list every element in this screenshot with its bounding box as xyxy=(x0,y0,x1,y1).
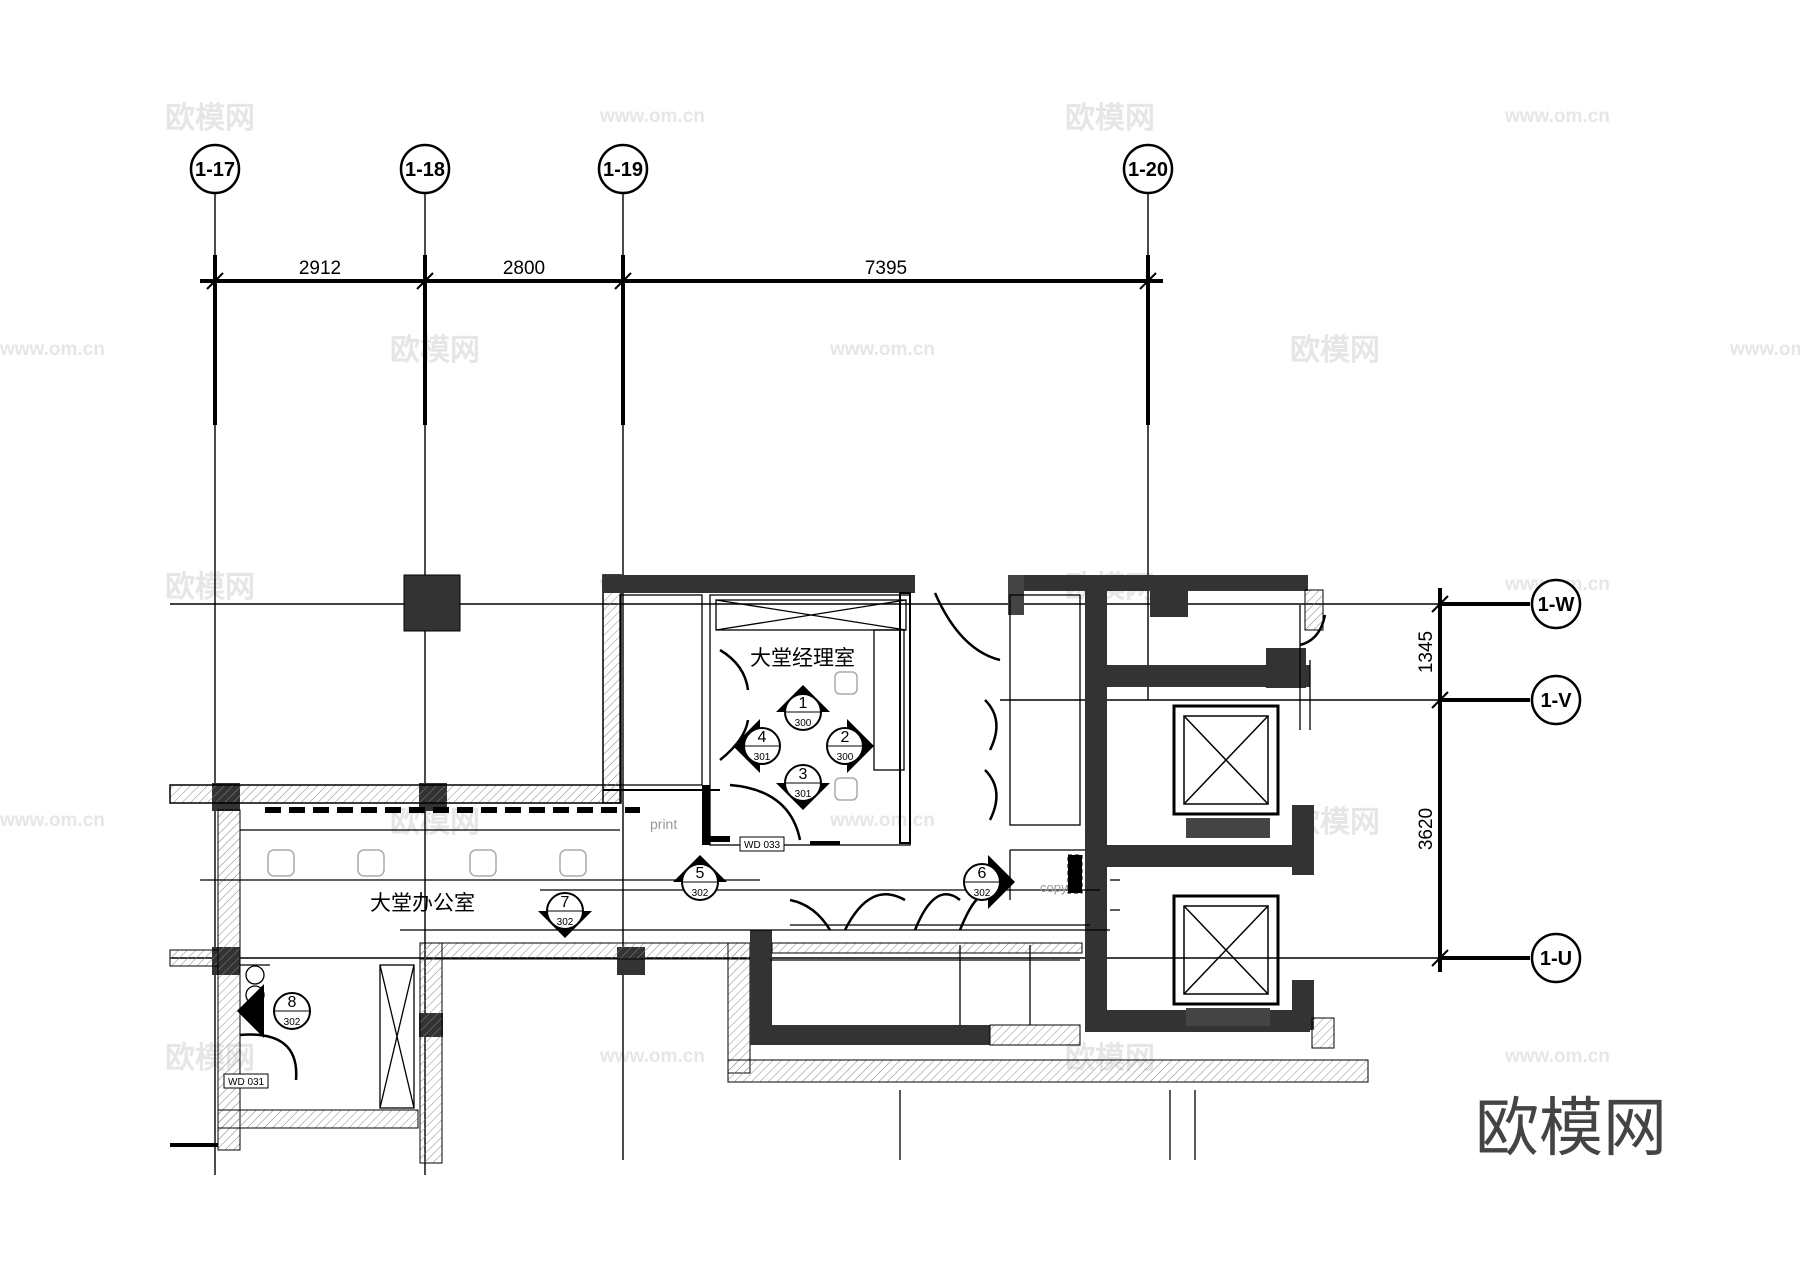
watermark-url: www.om.cn xyxy=(0,810,105,831)
room-label-manager: 大堂经理室 xyxy=(750,646,855,670)
dim-1-19-1-20: 7395 xyxy=(865,258,907,279)
watermark-logo: 欧模网 xyxy=(1475,1092,1667,1166)
walls xyxy=(169,574,1369,1164)
axis-bubble-1-17: 1-17 xyxy=(189,143,241,195)
copy-label: copy xyxy=(1040,880,1068,895)
svg-text:7: 7 xyxy=(561,894,570,911)
axis-bubble-1-W: 1-W xyxy=(1530,578,1582,630)
svg-text:1-19: 1-19 xyxy=(603,159,643,181)
svg-text:3: 3 xyxy=(799,766,808,783)
svg-text:WD 033: WD 033 xyxy=(744,840,781,851)
watermark-url: www.om.cn xyxy=(829,339,935,360)
elevation-marker-7: 7 302 xyxy=(538,892,592,938)
dim-1-W-1-V: 1345 xyxy=(1416,631,1437,673)
svg-text:300: 300 xyxy=(795,718,812,729)
watermark-url: www.om.cn xyxy=(599,1046,705,1067)
elevation-marker-6: 6 302 xyxy=(963,855,1015,909)
svg-text:302: 302 xyxy=(692,888,709,899)
watermark-url: www.om.cn xyxy=(829,810,935,831)
svg-text:301: 301 xyxy=(754,752,771,763)
vertical-grid-lines xyxy=(213,192,1150,1175)
watermark-url: www.om.cn xyxy=(1729,339,1800,360)
svg-text:1-18: 1-18 xyxy=(405,159,445,181)
svg-text:6: 6 xyxy=(978,865,987,882)
tag-wd033: WD 033 xyxy=(739,836,785,852)
dim-1-17-1-18: 2912 xyxy=(299,258,341,279)
axis-bubble-1-U: 1-U xyxy=(1530,932,1582,984)
svg-text:2: 2 xyxy=(841,729,850,746)
elevation-marker-1: 1 300 xyxy=(776,685,830,731)
watermark-brand: 欧模网 xyxy=(165,570,255,605)
svg-text:WD 031: WD 031 xyxy=(228,1077,265,1088)
watermark-url: www.om.cn xyxy=(0,339,105,360)
elevation-marker-8: 8 302 xyxy=(237,984,311,1038)
svg-text:1-17: 1-17 xyxy=(195,159,235,181)
copier-panel xyxy=(1067,854,1083,894)
watermark-url: www.om.cn xyxy=(599,106,705,127)
tag-wd031: WD 031 xyxy=(223,1073,269,1089)
svg-text:302: 302 xyxy=(284,1017,301,1028)
watermark-brand: 欧模网 xyxy=(165,1041,255,1076)
axis-bubble-1-19: 1-19 xyxy=(597,143,649,195)
room-label-office: 大堂办公室 xyxy=(370,891,475,915)
watermark-url: www.om.cn xyxy=(1504,106,1610,127)
svg-text:301: 301 xyxy=(795,789,812,800)
right-dimension-line xyxy=(1431,588,1530,972)
elevation-marker-5: 5 302 xyxy=(673,855,727,901)
elevation-marker-4: 4 301 xyxy=(733,719,781,773)
room-linework xyxy=(200,594,1311,1160)
elevator-car-2 xyxy=(1172,894,1280,1026)
svg-text:5: 5 xyxy=(696,865,705,882)
svg-text:1-W: 1-W xyxy=(1538,594,1575,616)
office-chairs xyxy=(267,671,858,877)
axis-bubble-1-V: 1-V xyxy=(1530,674,1582,726)
elevation-marker-2: 2 300 xyxy=(826,719,874,773)
watermark-brand: 欧模网 xyxy=(1065,101,1155,136)
dim-1-V-1-U: 3620 xyxy=(1416,808,1437,850)
watermark-url: www.om.cn xyxy=(1504,1046,1610,1067)
svg-text:300: 300 xyxy=(837,752,854,763)
svg-text:1-V: 1-V xyxy=(1540,690,1572,712)
print-label: print xyxy=(650,816,677,832)
watermark-brand: 欧模网 xyxy=(1290,333,1380,368)
svg-text:302: 302 xyxy=(557,917,574,928)
top-dimension-line xyxy=(200,272,1163,290)
svg-text:1: 1 xyxy=(799,695,808,712)
door-swings xyxy=(239,592,1327,1081)
elevation-marker-3: 3 301 xyxy=(776,764,830,810)
axis-bubble-1-18: 1-18 xyxy=(399,143,451,195)
svg-text:8: 8 xyxy=(288,994,297,1011)
watermark-brand: 欧模网 xyxy=(165,101,255,136)
svg-text:1-U: 1-U xyxy=(1540,948,1572,970)
svg-text:1-20: 1-20 xyxy=(1128,159,1168,181)
watermark-brand: 欧模网 xyxy=(390,333,480,368)
svg-text:4: 4 xyxy=(758,729,767,746)
svg-text:302: 302 xyxy=(974,888,991,899)
dim-1-18-1-19: 2800 xyxy=(503,258,545,279)
elevator-car-1 xyxy=(1172,704,1280,838)
axis-bubble-1-20: 1-20 xyxy=(1122,143,1174,195)
